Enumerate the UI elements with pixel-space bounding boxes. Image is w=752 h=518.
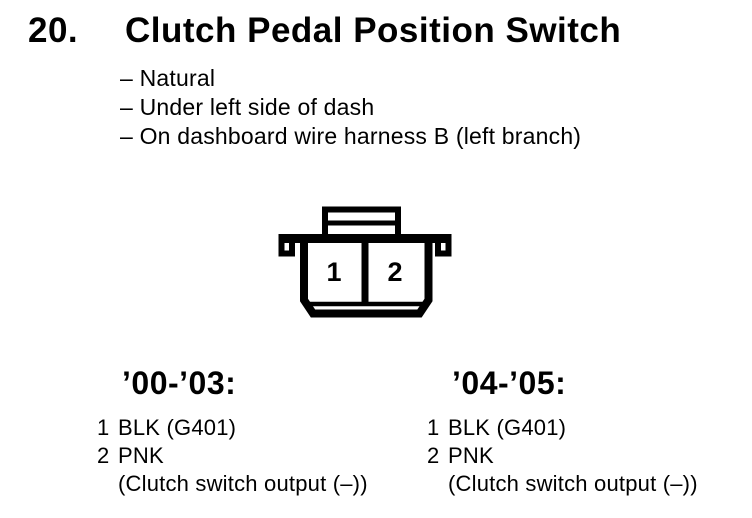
item-number: 20.: [28, 11, 79, 50]
connector-location-notes: – Natural – Under left side of dash – On…: [120, 64, 581, 151]
pinout-list-04-05: 1 BLK (G401) 2 PNK (Clutch switch output…: [427, 414, 698, 498]
pin-number: 1: [97, 415, 110, 440]
pin-row: 1 BLK (G401): [97, 414, 368, 442]
bullet-harness: – On dashboard wire harness B (left bran…: [120, 123, 582, 149]
pin-function-note: (Clutch switch output (–)): [118, 471, 368, 496]
cavity-1-label: 1: [326, 257, 341, 287]
pin-row: 2 PNK: [97, 442, 368, 470]
page-title: Clutch Pedal Position Switch: [125, 11, 622, 50]
pin-number-spacer: [427, 470, 448, 498]
pin-number-spacer: [97, 470, 118, 498]
pin-function-note: (Clutch switch output (–)): [448, 471, 698, 496]
connector-diagram: 1 2: [278, 206, 452, 318]
pin-wire: BLK (G401): [118, 415, 237, 440]
pin-row: 2 PNK: [427, 442, 698, 470]
years-heading-04-05: ’04-’05:: [452, 365, 567, 401]
pin-note-row: (Clutch switch output (–)): [427, 470, 698, 498]
pin-wire: BLK (G401): [448, 415, 567, 440]
bullet-color: – Natural: [120, 65, 216, 91]
pinout-list-00-03: 1 BLK (G401) 2 PNK (Clutch switch output…: [97, 414, 368, 498]
bullet-location: – Under left side of dash: [120, 94, 375, 120]
pin-number: 2: [97, 443, 110, 468]
pin-number: 1: [427, 415, 440, 440]
years-heading-00-03: ’00-’03:: [122, 365, 237, 401]
pin-note-row: (Clutch switch output (–)): [97, 470, 368, 498]
pin-row: 1 BLK (G401): [427, 414, 698, 442]
connector-left-ear: [278, 242, 295, 257]
connector-right-ear: [435, 242, 452, 257]
pin-wire: PNK: [448, 443, 494, 468]
cavity-2-label: 2: [387, 257, 402, 287]
connector-body-outline: [300, 240, 433, 318]
pin-number: 2: [427, 443, 440, 468]
pin-wire: PNK: [118, 443, 164, 468]
